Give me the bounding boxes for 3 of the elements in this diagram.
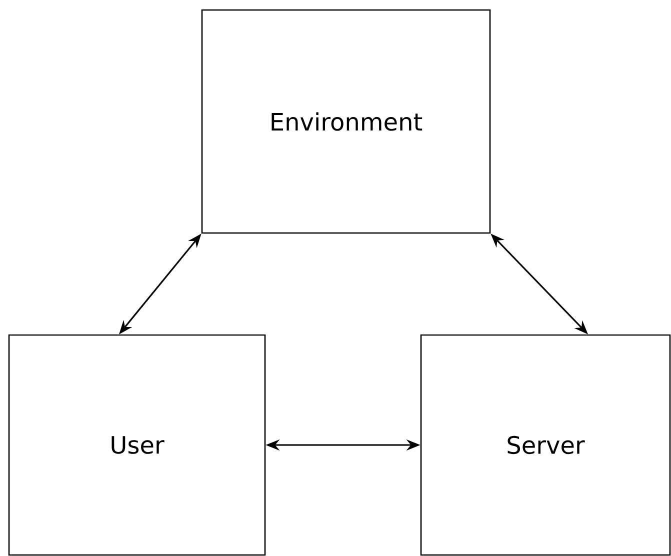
box: User <box>8 334 266 556</box>
box: Server <box>420 334 671 556</box>
box: Environment <box>201 9 491 234</box>
